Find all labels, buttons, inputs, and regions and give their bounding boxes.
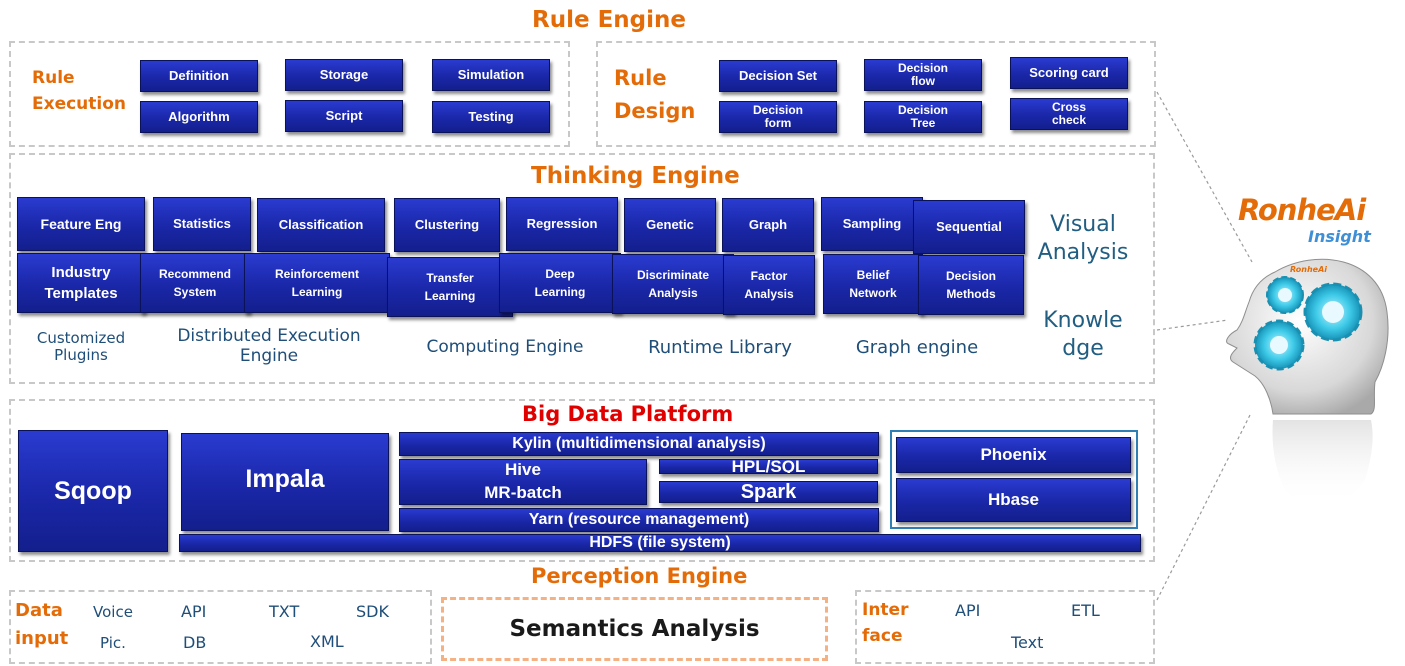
graph-engine-label: Graph engine: [855, 337, 979, 358]
data-input-label: Data input: [15, 600, 69, 649]
gear-icon: [1303, 282, 1363, 342]
distributed-execution-engine-label: Distributed Execution Engine: [177, 326, 361, 366]
sqoop-block[interactable]: Sqoop: [18, 430, 168, 552]
graph-button[interactable]: Graph: [722, 198, 814, 252]
txt-item: TXT: [269, 602, 300, 621]
decision-set-button[interactable]: Decision Set: [719, 60, 837, 92]
gear-icon: [1253, 319, 1305, 371]
decision-methods-button[interactable]: Decision Methods: [918, 255, 1024, 315]
deep-learning-button[interactable]: Deep Learning: [499, 253, 621, 313]
scoring-card-button[interactable]: Scoring card: [1010, 57, 1128, 89]
sdk-item: SDK: [356, 602, 389, 621]
phoenix-block[interactable]: Phoenix: [896, 437, 1131, 473]
logo-main-text: RonheAi: [1238, 193, 1366, 227]
hbase-block[interactable]: Hbase: [896, 478, 1131, 522]
reinforcement-learning-button[interactable]: Reinforcement Learning: [244, 253, 390, 313]
logo-sub-text: Insight: [1308, 227, 1371, 246]
pic-item: Pic.: [100, 634, 126, 652]
xml-item: XML: [310, 632, 344, 651]
decision-tree-button[interactable]: Decision Tree: [864, 101, 982, 133]
kylin-block[interactable]: Kylin (multidimensional analysis): [399, 432, 879, 456]
runtime-library-label: Runtime Library: [648, 337, 792, 358]
transfer-learning-button[interactable]: Transfer Learning: [387, 257, 513, 317]
impala-block[interactable]: Impala: [181, 433, 389, 531]
yarn-block[interactable]: Yarn (resource management): [399, 508, 879, 532]
svg-text:RonheAi: RonheAi: [1290, 265, 1327, 274]
data-input-panel: [9, 590, 432, 664]
regression-button[interactable]: Regression: [506, 197, 618, 251]
sampling-button[interactable]: Sampling: [821, 197, 923, 251]
brain-gears-head-icon: RonheAi: [1226, 258, 1389, 506]
interface-label: Inter face: [862, 600, 909, 647]
semantics-analysis-box[interactable]: Semantics Analysis: [441, 597, 828, 661]
cross-check-button[interactable]: Cross check: [1010, 98, 1128, 130]
rule-execution-label: Rule Execution: [32, 68, 127, 115]
classification-button[interactable]: Classification: [257, 198, 385, 252]
clustering-button[interactable]: Clustering: [394, 198, 500, 252]
hpl-sql-block[interactable]: HPL/SQL: [659, 459, 878, 474]
db-item: DB: [183, 633, 207, 652]
hive-mr-batch-block[interactable]: Hive MR-batch: [399, 459, 647, 505]
decision-form-button[interactable]: Decision form: [719, 101, 837, 133]
knowledge-label: Knowle dge: [1043, 308, 1123, 361]
algorithm-button[interactable]: Algorithm: [140, 101, 258, 133]
text-item: Text: [1011, 633, 1044, 652]
hbase-group-frame: [890, 430, 1138, 529]
recommend-system-button[interactable]: Recommend System: [140, 253, 250, 313]
script-button[interactable]: Script: [285, 100, 403, 132]
customized-plugins-label: Customized Plugins: [36, 329, 126, 365]
statistics-button[interactable]: Statistics: [153, 197, 251, 251]
feature-eng-button[interactable]: Feature Eng: [17, 197, 145, 251]
ronheai-logo: RonheAi Insight: [1232, 193, 1397, 249]
sequential-button[interactable]: Sequential: [913, 200, 1025, 254]
big-data-title: Big Data Platform: [522, 402, 734, 426]
visual-analysis-label: Visual Analysis: [1037, 212, 1129, 265]
testing-button[interactable]: Testing: [432, 101, 550, 133]
computing-engine-label: Computing Engine: [426, 337, 584, 357]
simulation-button[interactable]: Simulation: [432, 59, 550, 91]
decision-flow-button[interactable]: Decision flow: [864, 59, 982, 91]
genetic-button[interactable]: Genetic: [624, 198, 716, 252]
factor-analysis-button[interactable]: Factor Analysis: [723, 255, 815, 315]
definition-button[interactable]: Definition: [140, 60, 258, 92]
thinking-engine-title: Thinking Engine: [531, 163, 740, 189]
hdfs-block[interactable]: HDFS (file system): [179, 534, 1141, 552]
thinking-engine-panel: [9, 153, 1155, 384]
industry-templates-button[interactable]: Industry Templates: [17, 253, 145, 313]
interface-api-item: API: [955, 601, 981, 620]
perception-engine-title: Perception Engine: [531, 564, 748, 588]
rule-engine-title: Rule Engine: [532, 7, 686, 33]
rule-design-panel: [596, 41, 1156, 147]
big-data-panel: [9, 399, 1155, 562]
spark-block[interactable]: Spark: [659, 481, 878, 503]
api-item: API: [181, 602, 207, 621]
storage-button[interactable]: Storage: [285, 59, 403, 91]
gear-icon: [1266, 276, 1304, 314]
rule-execution-panel: [9, 41, 570, 147]
rule-design-label: Rule Design: [614, 66, 696, 123]
etl-item: ETL: [1071, 601, 1100, 620]
discriminate-analysis-button[interactable]: Discriminate Analysis: [612, 254, 734, 314]
interface-panel: [855, 590, 1155, 664]
belief-network-button[interactable]: Belief Network: [823, 254, 923, 314]
voice-item: Voice: [93, 603, 133, 621]
